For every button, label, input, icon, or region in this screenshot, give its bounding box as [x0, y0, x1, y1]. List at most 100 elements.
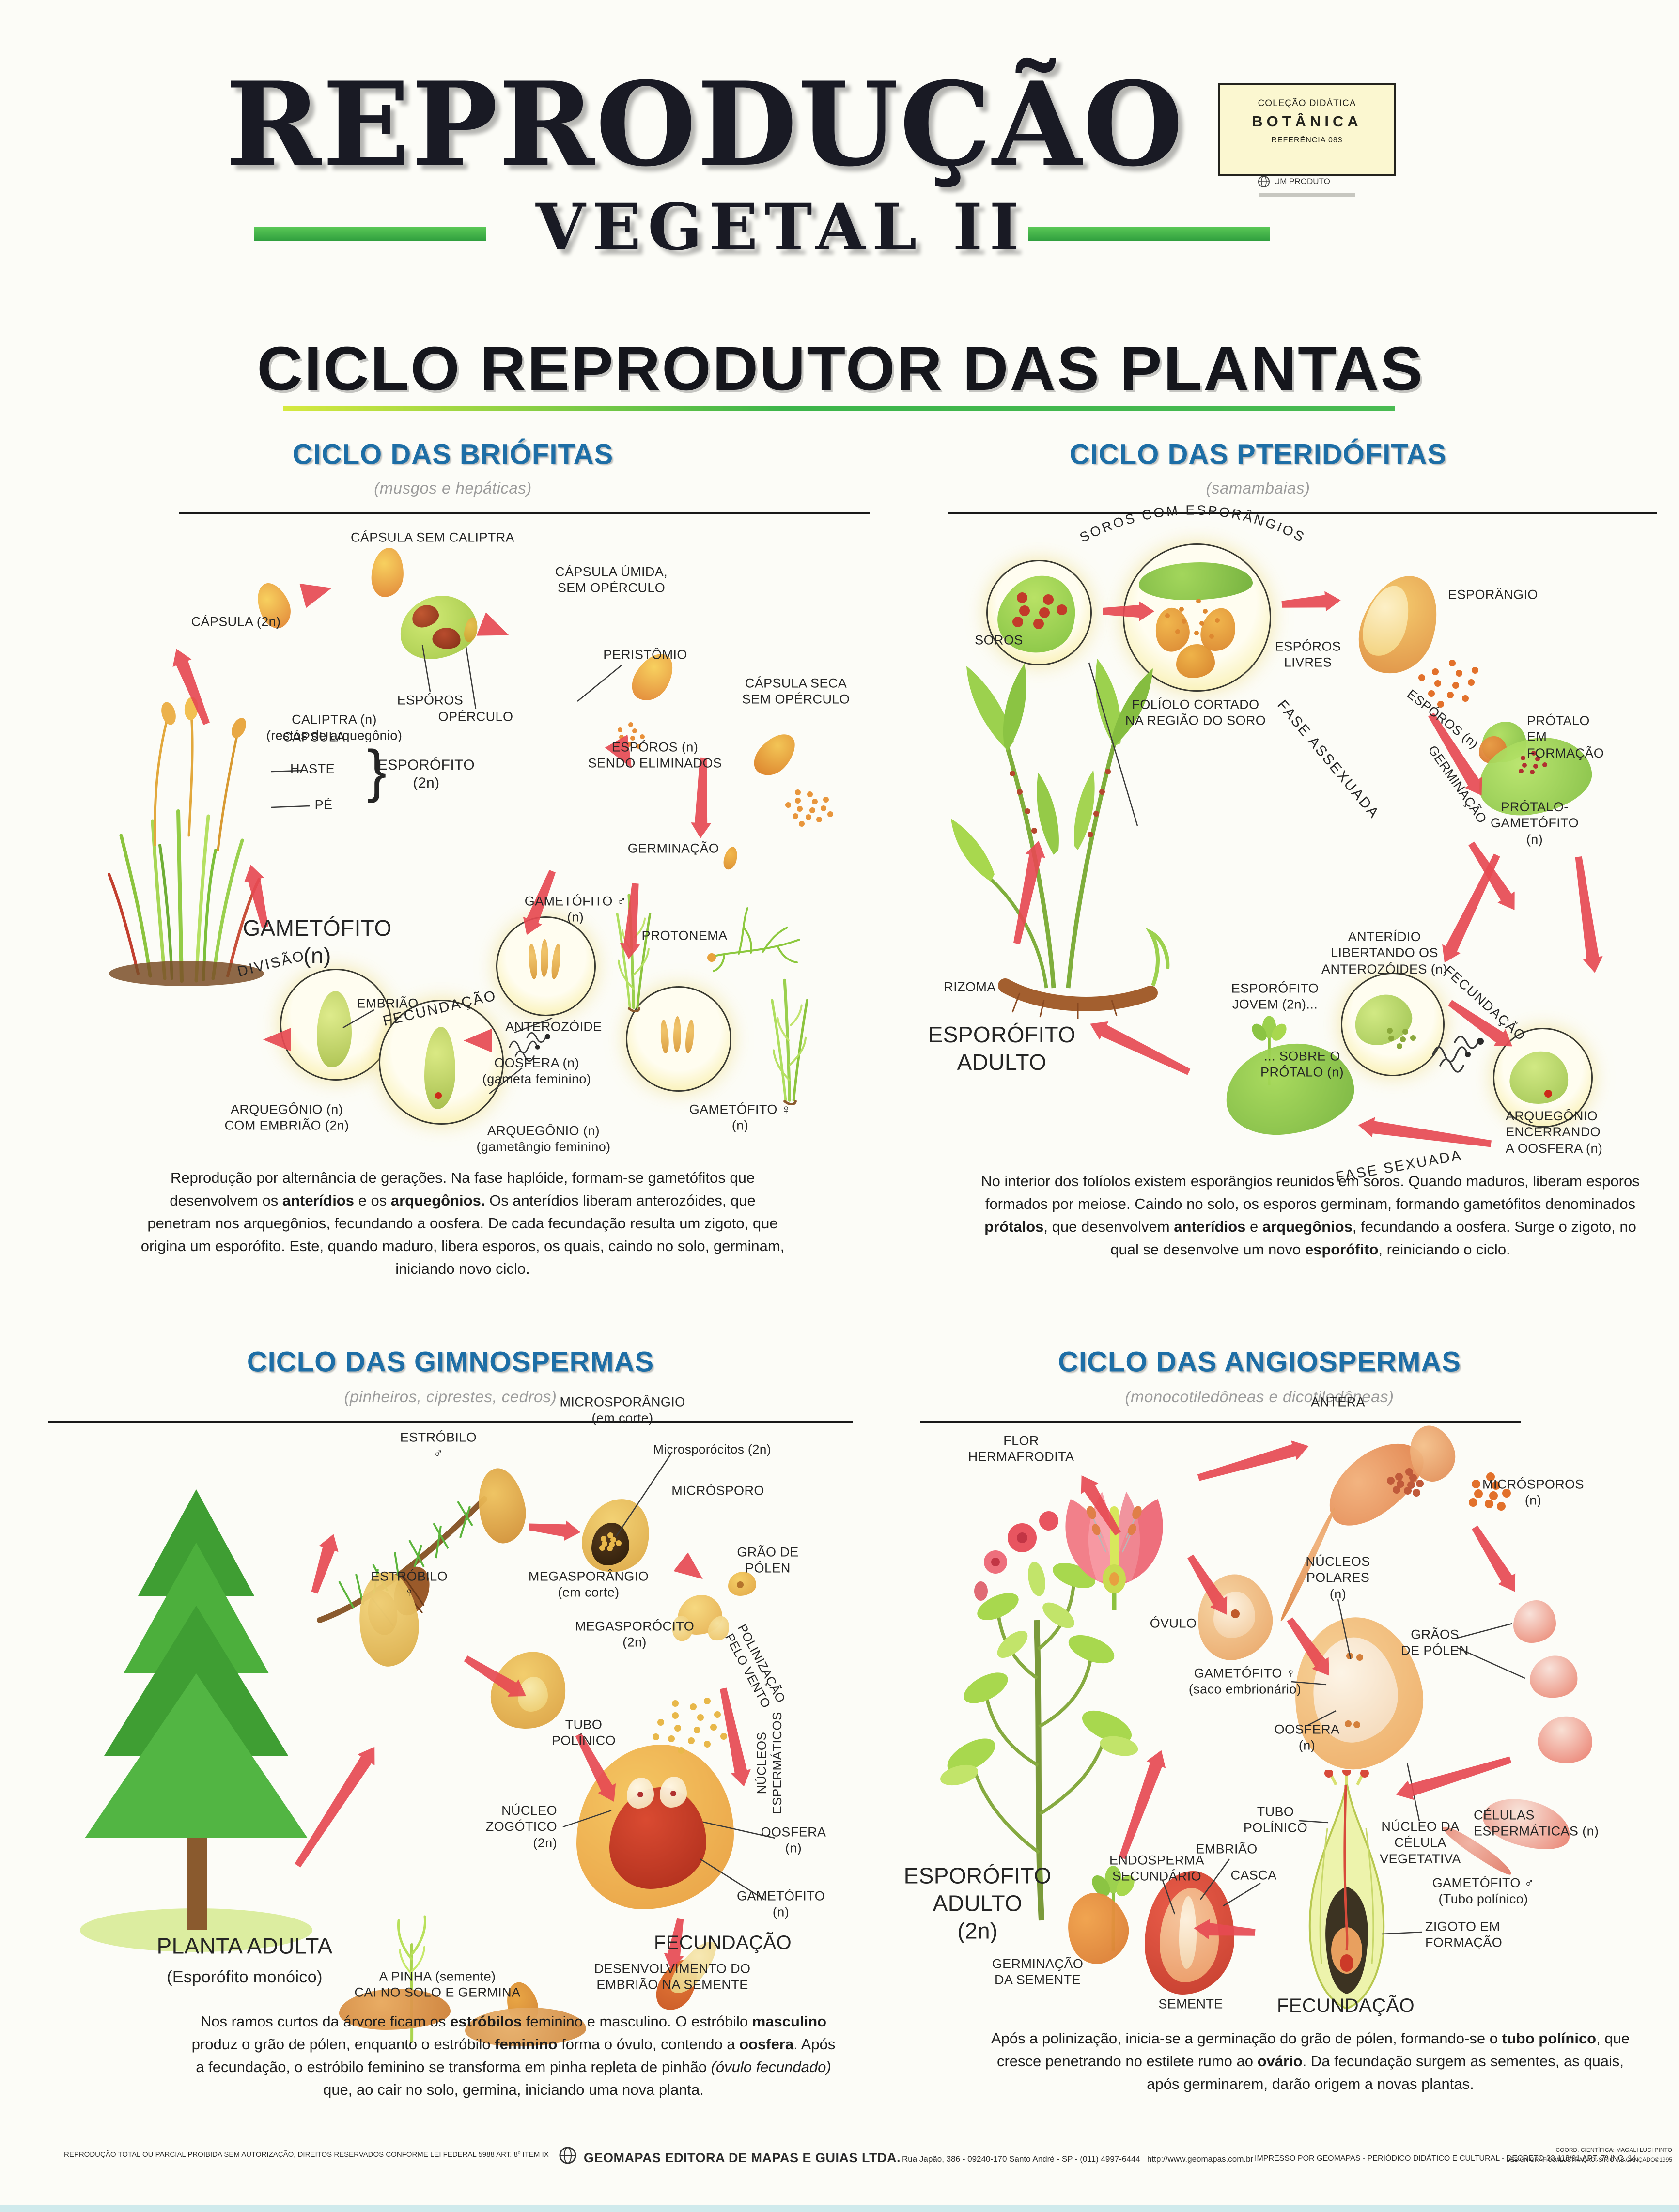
label-connector-line — [464, 645, 478, 711]
diagram-label: ÓVULO — [1150, 1616, 1197, 1631]
diagram-label: FECUNDAÇÃO — [653, 1932, 792, 1954]
spore-dot — [799, 820, 805, 827]
illustration-blob — [673, 1016, 681, 1052]
label-connector-line — [698, 1857, 766, 1902]
label-connector-line — [513, 1016, 554, 1035]
spore-dot — [1533, 764, 1538, 769]
spore-dot — [1431, 668, 1439, 675]
paragraph-run: masculino — [752, 2013, 827, 2030]
diagram-label: FOLÍOLO CORTADO NA REGIÃO DO SORO — [1125, 697, 1266, 728]
cycle-arrowhead-icon — [605, 734, 643, 774]
diagram-label: ESPORÂNGIO — [1448, 587, 1538, 602]
cycle-arrow-icon — [239, 860, 277, 931]
paragraph-run: tubo polínico — [1502, 2030, 1597, 2047]
spore-dot — [823, 797, 829, 803]
cycle-arrow-icon — [1005, 836, 1051, 948]
diagram-label: } — [367, 738, 387, 804]
spore-dot — [1387, 1476, 1395, 1485]
diagram-label: ESTRÓBILO ♂ — [400, 1430, 477, 1461]
flowering-plant-illustration — [913, 1475, 1170, 1930]
label-connector-line — [561, 1809, 613, 1829]
poster-subtitle: VEGETAL II — [535, 190, 1026, 265]
label-connector-line — [269, 803, 312, 808]
label-connector-line — [1336, 1597, 1353, 1661]
cycle-arrowhead-icon — [263, 1027, 291, 1052]
young-sporophyte-illustration — [1243, 1010, 1296, 1087]
spore-dot — [688, 1737, 695, 1744]
spore-dot — [1039, 607, 1050, 619]
label-connector-line — [701, 1820, 777, 1840]
spore-dot — [714, 1711, 721, 1718]
diagram-label: TUBO POLÍNICO — [551, 1717, 616, 1748]
antherozoid-illustration — [504, 1026, 562, 1065]
diagram-label: PRÓTALO-GAMETÓFITO (n) — [1490, 799, 1579, 847]
diagram-label: ANTERA — [1311, 1394, 1365, 1409]
diagram-label: CÁPSULA ÚMIDA, SEM OPÉRCULO — [555, 564, 668, 595]
print-info: IMPRESSO POR GEOMAPAS - PERIÓDICO DIDÁTI… — [1255, 2154, 1636, 2163]
spore-dot — [1405, 1468, 1413, 1476]
protonema-illustration — [705, 894, 807, 976]
publisher-address: Rua Japão, 386 - 09240-170 Santo André -… — [902, 2154, 1140, 2164]
green-bar-right — [1028, 227, 1270, 241]
diagram-label: ARQUEGÔNIO (n) COM EMBRIÃO (2n) — [224, 1102, 349, 1133]
section-subtitle-briofitas: (musgos e hepáticas) — [374, 479, 532, 497]
spore-dot — [1179, 607, 1184, 612]
spore-dot — [617, 727, 622, 732]
diagram-label: HASTE — [290, 761, 335, 776]
illustration-blob — [1176, 644, 1215, 678]
cycle-arrow-icon — [659, 1915, 692, 1974]
spore-dot — [816, 816, 823, 822]
diagram-label: A PINHA (semente) CAI NO SOLO E GERMINA — [354, 1969, 521, 2000]
diagram-label: MICROSPORÂNGIO (em corte) — [560, 1394, 685, 1425]
spore-dot — [1033, 618, 1044, 629]
diagram-label: PÉ — [314, 797, 333, 812]
spore-dot — [1345, 1720, 1352, 1728]
paragraph-run: , que cresce penetrando no estilete rumo… — [996, 2030, 1630, 2070]
diagram-label: ESPORÓFITO ADULTO (2n) — [903, 1863, 1052, 1944]
section-title-briofitas: CICLO DAS BRIÓFITAS — [292, 438, 614, 470]
diagram-label: NÚCLEOS ESPERMÁTICOS — [754, 1712, 784, 1814]
spore-dot — [671, 1700, 679, 1707]
spore-dot — [806, 814, 812, 820]
paragraph-run: anterídios — [1174, 1218, 1246, 1236]
illustration-blob — [465, 2008, 586, 2046]
section-title-angiospermas: CICLO DAS ANGIOSPERMAS — [1058, 1346, 1461, 1378]
spore-dot — [1418, 674, 1425, 681]
cycle-arrow-icon — [1391, 1748, 1516, 1806]
diagram-label: GRÃOS DE PÓLEN — [1401, 1627, 1469, 1658]
spore-dot — [1194, 631, 1199, 636]
spore-dot — [1469, 1498, 1478, 1507]
spore-dot — [1209, 634, 1214, 639]
section-title-pteridofitas: CICLO DAS PTERIDÓFITAS — [1069, 438, 1447, 470]
credits-line2: DESIGN GRÁFICO/ILUSTRAÇÃO: SIRIO J.B.CAN… — [1506, 2156, 1672, 2163]
diagram-label: EMBRIÃO — [357, 996, 419, 1011]
label-connector-line — [341, 1008, 376, 1030]
spore-dot — [652, 1733, 659, 1740]
illustration-blob — [339, 1988, 451, 2030]
diagram-label: ANTEROZÓIDE — [505, 1019, 602, 1034]
paragraph-run: feminino e masculino. O estróbilo — [522, 2013, 752, 2030]
diagram-label: CÁPSULA SEM CALIPTRA — [350, 530, 515, 545]
label-connector-line — [1161, 1878, 1177, 1916]
paragraph-run: feminino — [495, 2036, 558, 2053]
spore-dot — [610, 1536, 617, 1543]
paragraph-run: produz o grão de pólen, enquanto o estró… — [191, 2036, 495, 2053]
cycle-arrow-icon — [1110, 1745, 1173, 1864]
spore-dot — [1474, 1489, 1483, 1499]
section-paragraph: Após a polinização, inicia-se a germinaç… — [986, 2027, 1635, 2095]
spore-dot — [1175, 629, 1180, 634]
paragraph-run: Reprodução por alternância de gerações. … — [170, 1169, 755, 1209]
spore-dot — [785, 802, 792, 808]
illustration-blob — [1533, 1710, 1598, 1770]
cycle-arrow-icon — [1279, 588, 1343, 616]
cycle-arrow-icon — [617, 881, 647, 962]
paragraph-run: forma o óvulo, contendo a — [557, 2036, 740, 2053]
spore-dot — [677, 1747, 684, 1754]
spore-dot — [615, 1540, 622, 1547]
illustration-blob — [1527, 1652, 1581, 1702]
cycle-arrow-icon — [515, 865, 564, 941]
diagram-label: PERISTÔMIO — [603, 647, 687, 662]
spore-dot — [737, 1581, 744, 1589]
spore-dot — [670, 1791, 677, 1797]
